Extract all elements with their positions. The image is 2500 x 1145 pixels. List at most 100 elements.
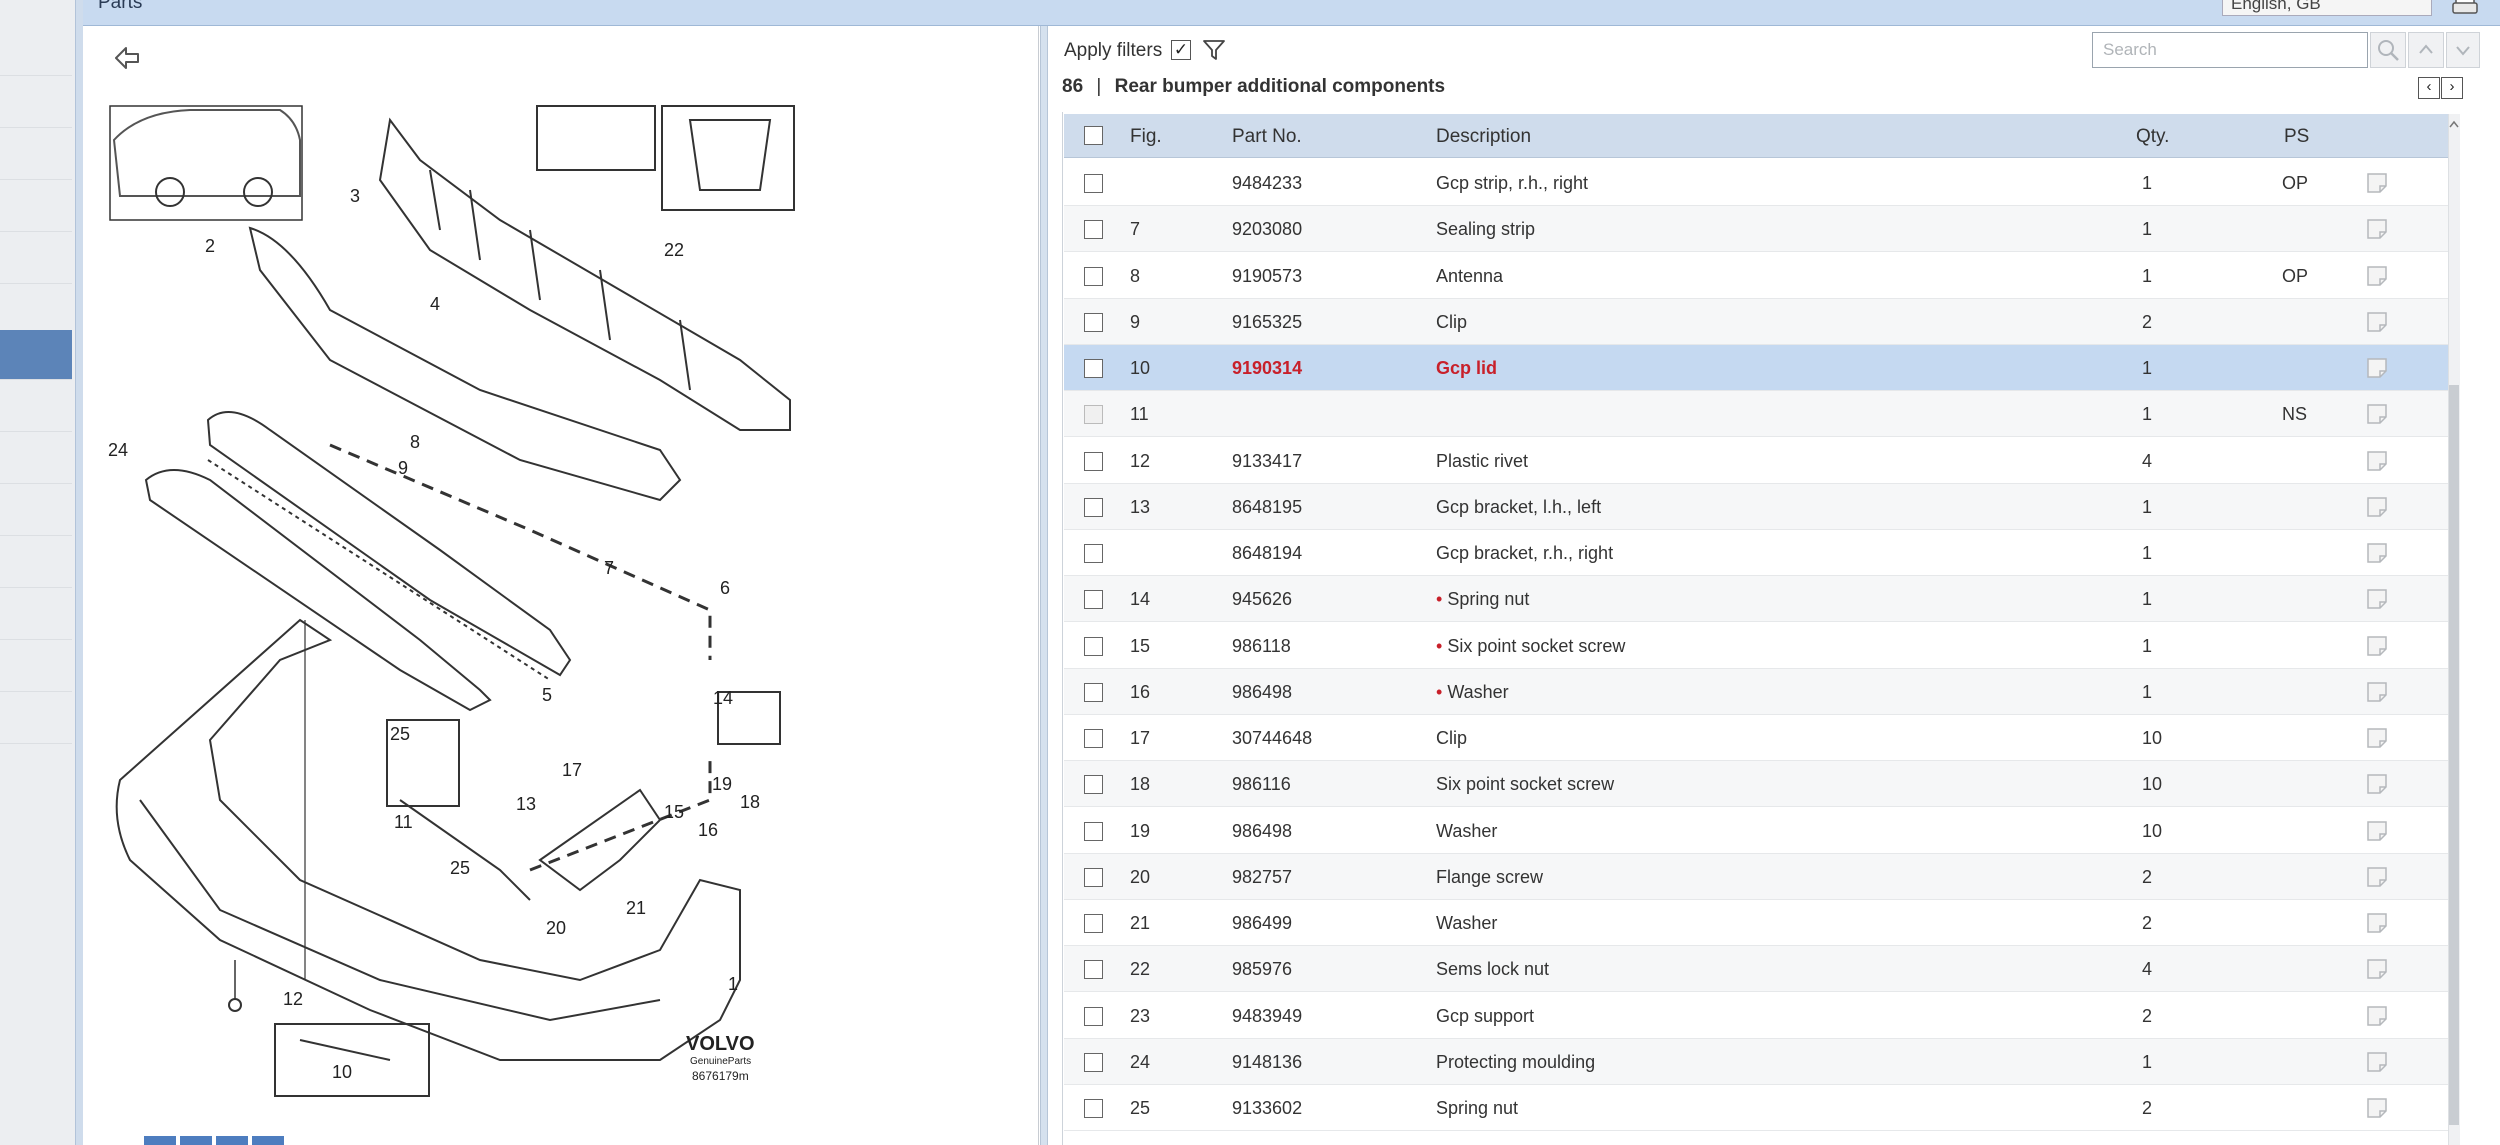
left-splitter[interactable]	[75, 0, 83, 1145]
row-checkbox[interactable]	[1084, 775, 1103, 795]
note-icon[interactable]	[2366, 727, 2388, 749]
note-icon[interactable]	[2366, 496, 2388, 518]
row-checkbox[interactable]	[1084, 312, 1103, 332]
diagram-page-tabs[interactable]	[144, 1136, 284, 1145]
nav-item[interactable]	[0, 26, 72, 76]
note-icon[interactable]	[2366, 1097, 2388, 1119]
nav-item[interactable]	[0, 694, 72, 744]
row-checkbox[interactable]	[1084, 1052, 1103, 1072]
callout-2[interactable]: 2	[205, 236, 215, 256]
row-checkbox[interactable]	[1084, 497, 1103, 517]
row-checkbox[interactable]	[1084, 1006, 1103, 1026]
note-icon[interactable]	[2366, 1005, 2388, 1027]
callout-12[interactable]: 12	[283, 989, 303, 1009]
callout-14[interactable]: 14	[713, 688, 733, 708]
callout-19[interactable]: 19	[712, 774, 732, 794]
row-checkbox[interactable]	[1084, 867, 1103, 887]
prev-section-button[interactable]: ‹	[2418, 77, 2440, 99]
row-checkbox[interactable]	[1084, 451, 1103, 471]
row-checkbox[interactable]	[1084, 220, 1103, 240]
callout-15[interactable]: 15	[664, 802, 684, 822]
nav-item[interactable]	[0, 130, 72, 180]
row-checkbox[interactable]	[1084, 174, 1103, 193]
note-icon[interactable]	[2366, 403, 2388, 425]
callout-3[interactable]: 3	[350, 186, 360, 206]
note-icon[interactable]	[2366, 912, 2388, 934]
nav-item[interactable]	[0, 590, 72, 640]
apply-filters-checkbox[interactable]: ✓	[1171, 40, 1191, 60]
note-icon[interactable]	[2366, 681, 2388, 703]
language-select[interactable]: English, GB	[2222, 0, 2432, 16]
callout-13[interactable]: 13	[516, 794, 536, 814]
search-button[interactable]	[2370, 32, 2406, 68]
nav-item[interactable]	[0, 642, 72, 692]
callout-8[interactable]: 8	[410, 432, 420, 452]
callout-25-b[interactable]: 25	[450, 858, 470, 878]
note-icon[interactable]	[2366, 311, 2388, 333]
exploded-parts-diagram[interactable]: 1 2 3 4 5 6 7 8 9 10 11 12 13 14 15 16 1…	[100, 100, 800, 1100]
callout-1[interactable]: 1	[728, 974, 738, 994]
row-checkbox[interactable]	[1084, 544, 1103, 563]
row-checkbox[interactable]	[1084, 636, 1103, 656]
callout-5[interactable]: 5	[542, 685, 552, 705]
callout-18[interactable]: 18	[740, 792, 760, 812]
row-checkbox[interactable]	[1084, 590, 1103, 610]
callout-25[interactable]: 25	[390, 724, 410, 744]
callout-24[interactable]: 24	[108, 440, 128, 460]
callout-7[interactable]: 7	[604, 558, 614, 578]
scroll-up-icon[interactable]	[2449, 118, 2459, 132]
row-checkbox[interactable]	[1084, 682, 1103, 702]
nav-item[interactable]	[0, 182, 72, 232]
search-next-button[interactable]	[2446, 32, 2480, 68]
note-icon[interactable]	[2366, 1051, 2388, 1073]
column-qty[interactable]: Qty.	[2136, 126, 2170, 147]
note-icon[interactable]	[2366, 820, 2388, 842]
nav-item[interactable]	[0, 538, 72, 588]
callout-21[interactable]: 21	[626, 898, 646, 918]
callout-17[interactable]: 17	[562, 760, 582, 780]
note-icon[interactable]	[2366, 450, 2388, 472]
note-icon[interactable]	[2366, 773, 2388, 795]
printer-icon[interactable]	[2452, 0, 2478, 16]
column-ps[interactable]: PS	[2284, 126, 2310, 147]
column-part-no[interactable]: Part No.	[1232, 126, 1302, 147]
nav-item[interactable]	[0, 234, 72, 284]
row-checkbox[interactable]	[1084, 960, 1103, 980]
select-all-checkbox[interactable]	[1084, 126, 1103, 145]
note-icon[interactable]	[2366, 958, 2388, 980]
note-icon[interactable]	[2366, 542, 2388, 564]
callout-10[interactable]: 10	[332, 1062, 352, 1082]
column-description[interactable]: Description	[1436, 126, 1532, 147]
nav-item[interactable]	[0, 434, 72, 484]
row-checkbox[interactable]	[1084, 914, 1103, 933]
note-icon[interactable]	[2366, 265, 2388, 287]
note-icon[interactable]	[2366, 218, 2388, 240]
callout-9[interactable]: 9	[398, 458, 408, 478]
funnel-icon[interactable]	[1203, 40, 1225, 60]
note-icon[interactable]	[2366, 357, 2388, 379]
search-input[interactable]	[2092, 32, 2368, 68]
callout-20[interactable]: 20	[546, 918, 566, 938]
row-checkbox[interactable]	[1084, 359, 1103, 378]
nav-item[interactable]	[0, 486, 72, 536]
callout-16[interactable]: 16	[698, 820, 718, 840]
back-arrow-icon[interactable]	[112, 44, 144, 72]
row-checkbox[interactable]	[1084, 729, 1103, 748]
next-section-button[interactable]: ›	[2441, 77, 2463, 99]
